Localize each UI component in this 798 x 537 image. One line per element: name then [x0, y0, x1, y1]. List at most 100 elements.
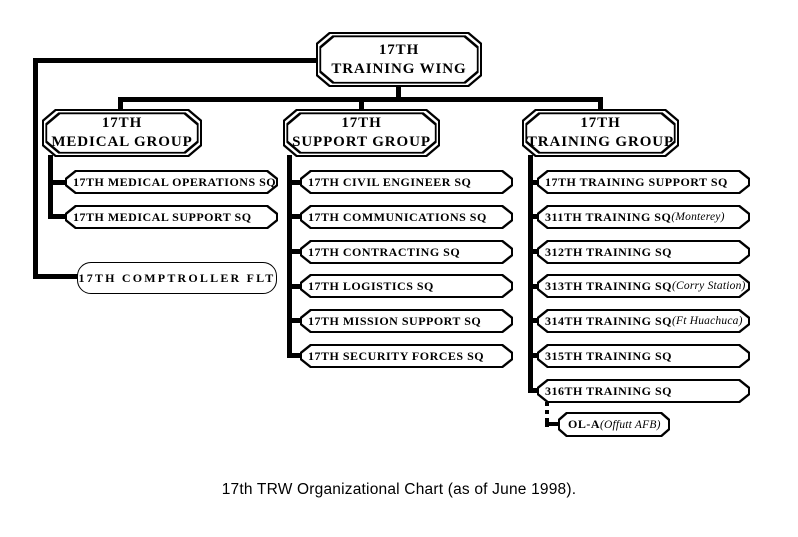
org-node-training-support-sq: 17TH TRAINING SUPPORT SQ	[537, 170, 750, 194]
org-node-training-group: 17TH TRAINING GROUP	[522, 109, 679, 157]
connector-left-vertical	[33, 58, 38, 279]
connector-training-stub	[528, 249, 540, 254]
box-fill	[539, 172, 749, 193]
node-label: 312TH TRAINING SQ	[537, 240, 750, 264]
box-fill	[321, 37, 477, 82]
org-node-315th-training-sq: 315TH TRAINING SQ	[537, 344, 750, 368]
connector-ola-dashed-vertical	[545, 402, 549, 427]
org-node-support-group: 17TH SUPPORT GROUP	[283, 109, 440, 157]
box-fill	[302, 311, 512, 332]
node-text: 17TH LOGISTICS SQ	[308, 278, 434, 293]
node-text: 17TH COMPTROLLER FLT	[78, 270, 276, 285]
connector-training-stub	[528, 180, 540, 185]
box-fill	[527, 114, 674, 152]
connector-support-stub	[287, 353, 302, 358]
box-fill	[560, 414, 669, 436]
connector-support-drop	[359, 99, 364, 112]
box-fill	[539, 381, 749, 402]
node-label-line2: TRAINING WING	[331, 60, 467, 77]
node-label: 17TH TRAINING WING	[316, 32, 482, 87]
node-text: 17TH CIVIL ENGINEER SQ	[308, 174, 472, 189]
org-node-mission-support-sq: 17TH MISSION SUPPORT SQ	[300, 309, 513, 333]
node-label: 17TH MEDICAL SUPPORT SQ	[65, 205, 278, 229]
connector-training-stub	[528, 318, 540, 323]
connector-medical-stub	[48, 180, 67, 185]
node-label: 17TH TRAINING GROUP	[522, 109, 679, 157]
box-fill	[539, 346, 749, 367]
connector-medical-drop	[118, 97, 123, 112]
connector-wing-drop	[396, 87, 401, 101]
org-node-security-forces-sq: 17TH SECURITY FORCES SQ	[300, 344, 513, 368]
connector-support-stub	[287, 284, 302, 289]
box-fill	[539, 242, 749, 263]
connector-training-trunk	[528, 155, 533, 393]
box-fill	[302, 346, 512, 367]
box-fill	[539, 276, 749, 297]
node-label: 17TH MISSION SUPPORT SQ	[300, 309, 513, 333]
org-node-training-wing: 17TH TRAINING WING	[316, 32, 482, 87]
node-text: 17TH CONTRACTING SQ	[308, 244, 461, 259]
node-label: 17TH TRAINING SUPPORT SQ	[537, 170, 750, 194]
node-label: 17TH CONTRACTING SQ	[300, 240, 513, 264]
connector-support-stub	[287, 180, 302, 185]
box-fill	[302, 172, 512, 193]
node-label: 17TH CIVIL ENGINEER SQ	[300, 170, 513, 194]
node-text: 17TH MISSION SUPPORT SQ	[308, 313, 482, 328]
connector-comptroller-stub	[33, 274, 79, 279]
box-fill	[47, 114, 197, 152]
node-text: 315TH TRAINING SQ	[545, 348, 672, 363]
connector-support-stub	[287, 249, 302, 254]
box-fill	[539, 207, 749, 228]
node-label-line1: 17TH	[580, 115, 621, 131]
org-node-civil-engineer-sq: 17TH CIVIL ENGINEER SQ	[300, 170, 513, 194]
org-node-logistics-sq: 17TH LOGISTICS SQ	[300, 274, 513, 298]
node-label: 17TH MEDICAL GROUP	[42, 109, 202, 157]
connector-wing-left-horizontal	[33, 58, 317, 63]
connector-support-stub	[287, 318, 302, 323]
node-label-line1: 17TH	[101, 115, 143, 131]
connector-support-trunk	[287, 155, 292, 358]
org-node-ol-a-offutt: OL-A (Offutt AFB)	[558, 412, 670, 437]
connector-training-stub	[528, 284, 540, 289]
node-label: 311TH TRAINING SQ (Monterey)	[537, 205, 750, 229]
org-node-communications-sq: 17TH COMMUNICATIONS SQ	[300, 205, 513, 229]
node-label: 315TH TRAINING SQ	[537, 344, 750, 368]
node-text: 17TH COMMUNICATIONS SQ	[308, 209, 487, 224]
node-label: OL-A (Offutt AFB)	[558, 412, 670, 437]
node-label-line1: 17TH	[378, 41, 420, 58]
connector-training-stub	[528, 214, 540, 219]
org-node-contracting-sq: 17TH CONTRACTING SQ	[300, 240, 513, 264]
node-text: 316TH TRAINING SQ	[545, 383, 672, 398]
node-text: 17TH MEDICAL SUPPORT SQ	[73, 209, 252, 224]
node-text: 312TH TRAINING SQ	[545, 244, 672, 259]
org-node-311th-training-sq: 311TH TRAINING SQ (Monterey)	[537, 205, 750, 229]
org-node-316th-training-sq: 316TH TRAINING SQ	[537, 379, 750, 403]
org-node-medical-support-sq: 17TH MEDICAL SUPPORT SQ	[65, 205, 278, 229]
node-text: 17TH SECURITY FORCES SQ	[308, 348, 485, 363]
node-label: 313TH TRAINING SQ (Corry Station)	[537, 274, 750, 298]
node-note: (Corry Station)	[671, 280, 746, 292]
connector-training-stub	[528, 388, 540, 393]
node-label-line1: 17TH	[341, 115, 382, 131]
connector-training-stub	[528, 353, 540, 358]
connector-medical-trunk	[48, 155, 53, 219]
org-node-313th-training-sq: 313TH TRAINING SQ (Corry Station)	[537, 274, 750, 298]
node-text: 313TH TRAINING SQ	[545, 278, 672, 293]
node-text: 314TH TRAINING SQ	[545, 313, 672, 328]
box-fill	[67, 172, 277, 193]
org-node-medical-operations-sq: 17TH MEDICAL OPERATIONS SQ	[65, 170, 278, 194]
box-fill	[539, 311, 749, 332]
chart-caption: 17th TRW Organizational Chart (as of Jun…	[221, 481, 577, 498]
node-label: 17TH LOGISTICS SQ	[300, 274, 513, 298]
node-text: OL-A	[568, 417, 600, 431]
org-node-314th-training-sq: 314TH TRAINING SQ(Ft Huachuca)	[537, 309, 750, 333]
node-label: 17TH SUPPORT GROUP	[283, 109, 440, 157]
box-fill	[288, 114, 435, 152]
box-fill	[302, 242, 512, 263]
box-fill	[302, 207, 512, 228]
node-note: (Ft Huachuca)	[671, 315, 743, 327]
connector-training-drop	[598, 99, 603, 112]
org-node-medical-group: 17TH MEDICAL GROUP	[42, 109, 202, 157]
connector-ola-dash-horizontal	[545, 422, 559, 426]
